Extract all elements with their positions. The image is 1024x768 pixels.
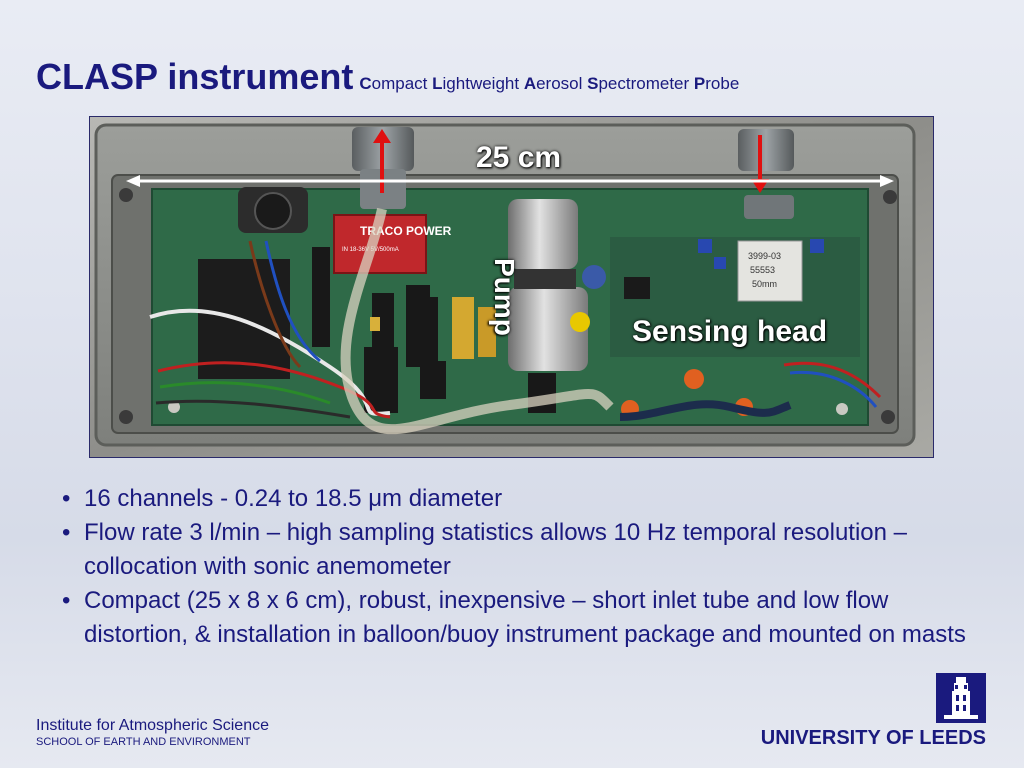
sensing-board <box>610 237 860 357</box>
slide-title: CLASP instrument Compact Lightweight Aero… <box>36 56 739 98</box>
screw-hole <box>119 410 133 424</box>
inlet-gland <box>738 129 794 171</box>
acronym-letter: P <box>693 74 706 93</box>
trimmer-pot <box>714 257 726 269</box>
school-name: SCHOOL OF EARTH AND ENVIRONMENT <box>36 736 251 748</box>
tantalum-capacitor <box>452 297 474 359</box>
standoff <box>836 403 848 415</box>
air-tube <box>340 207 614 435</box>
ic-chip <box>420 361 446 399</box>
acronym-word-rest: erosol <box>536 74 588 93</box>
screw-hole <box>883 190 897 204</box>
acronym-letter: L <box>432 74 443 93</box>
tantalum-capacitor <box>370 317 380 331</box>
sensor-tag-line-3: 50mm <box>752 279 777 289</box>
feature-item: Compact (25 x 8 x 6 cm), robust, inexpen… <box>62 584 992 652</box>
trimmer-pot <box>698 239 712 253</box>
ic-chip <box>624 277 650 299</box>
university-logo <box>936 673 986 723</box>
acronym-letter: A <box>523 74 537 93</box>
ic-chip <box>312 247 330 347</box>
acronym-word-rest: pectrometer <box>598 74 694 93</box>
acronym-word-rest: ompact <box>371 74 433 93</box>
acronym-word-rest: robe <box>705 74 740 93</box>
acronym-letter: C <box>359 74 372 93</box>
acronym-word-rest: ightweight <box>442 74 524 93</box>
trimmer-pot <box>810 239 824 253</box>
feature-list: 16 channels - 0.24 to 18.5 μm diameter F… <box>62 482 992 652</box>
acronym-letter: S <box>587 74 599 93</box>
pump-body-lower <box>508 287 588 371</box>
pump-label: Pump <box>489 258 520 336</box>
feature-item: Flow rate 3 l/min – high sampling statis… <box>62 516 992 584</box>
cable-bundle <box>149 308 391 416</box>
pump-body-upper <box>508 199 578 269</box>
pump-blue-cap <box>582 265 606 289</box>
title-main: CLASP instrument <box>36 56 354 97</box>
psu-brand-text: TRACO POWER <box>360 224 452 238</box>
university-name: UNIVERSITY OF LEEDS <box>760 727 986 749</box>
feature-item: 16 channels - 0.24 to 18.5 μm diameter <box>62 482 992 516</box>
sensing-head-label: Sensing head <box>632 315 828 348</box>
tantalum-capacitor <box>478 307 496 357</box>
pump-yellow-cap <box>570 312 590 332</box>
screw-hole <box>881 410 895 424</box>
standoff <box>168 401 180 413</box>
footer-institute: Institute for Atmospheric Science SCHOOL… <box>36 716 269 749</box>
title-expansion: Compact Lightweight Aerosol Spectrometer… <box>359 74 739 93</box>
tube-fitting <box>684 369 704 389</box>
institute-name: Institute for Atmospheric Science <box>36 717 269 734</box>
sensor-tag-line-2: 55553 <box>750 265 775 275</box>
sensor-module <box>737 240 803 302</box>
sensor-tag-line-1: 3999-03 <box>748 251 781 261</box>
ic-chip <box>424 297 438 373</box>
screw-hole <box>119 188 133 202</box>
dimension-label: 25 cm <box>476 141 562 174</box>
ic-chip <box>528 373 556 413</box>
instrument-photo: TRACO POWER IN 18-36V 5V/500mA 3999-03 <box>89 116 934 458</box>
tower-icon <box>936 673 986 723</box>
